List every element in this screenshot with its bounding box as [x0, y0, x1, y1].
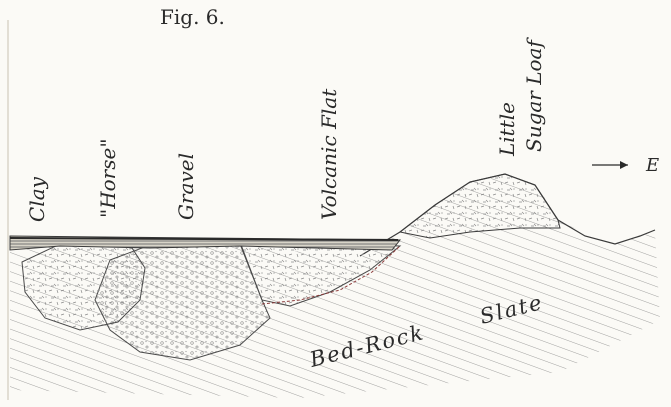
- figure-title: Fig. 6.: [160, 5, 225, 29]
- label-sugar-loaf: Sugar Loaf: [522, 37, 546, 152]
- label-east: E: [645, 155, 659, 176]
- east-arrow: [592, 161, 628, 169]
- label-clay: Clay: [25, 176, 49, 222]
- label-gravel: Gravel: [174, 153, 198, 220]
- label-horse: "Horse": [96, 138, 120, 218]
- label-little: Little: [495, 102, 519, 157]
- sugar-loaf-hill: [400, 174, 560, 238]
- label-volcanic-flat: Volcanic Flat: [317, 88, 341, 220]
